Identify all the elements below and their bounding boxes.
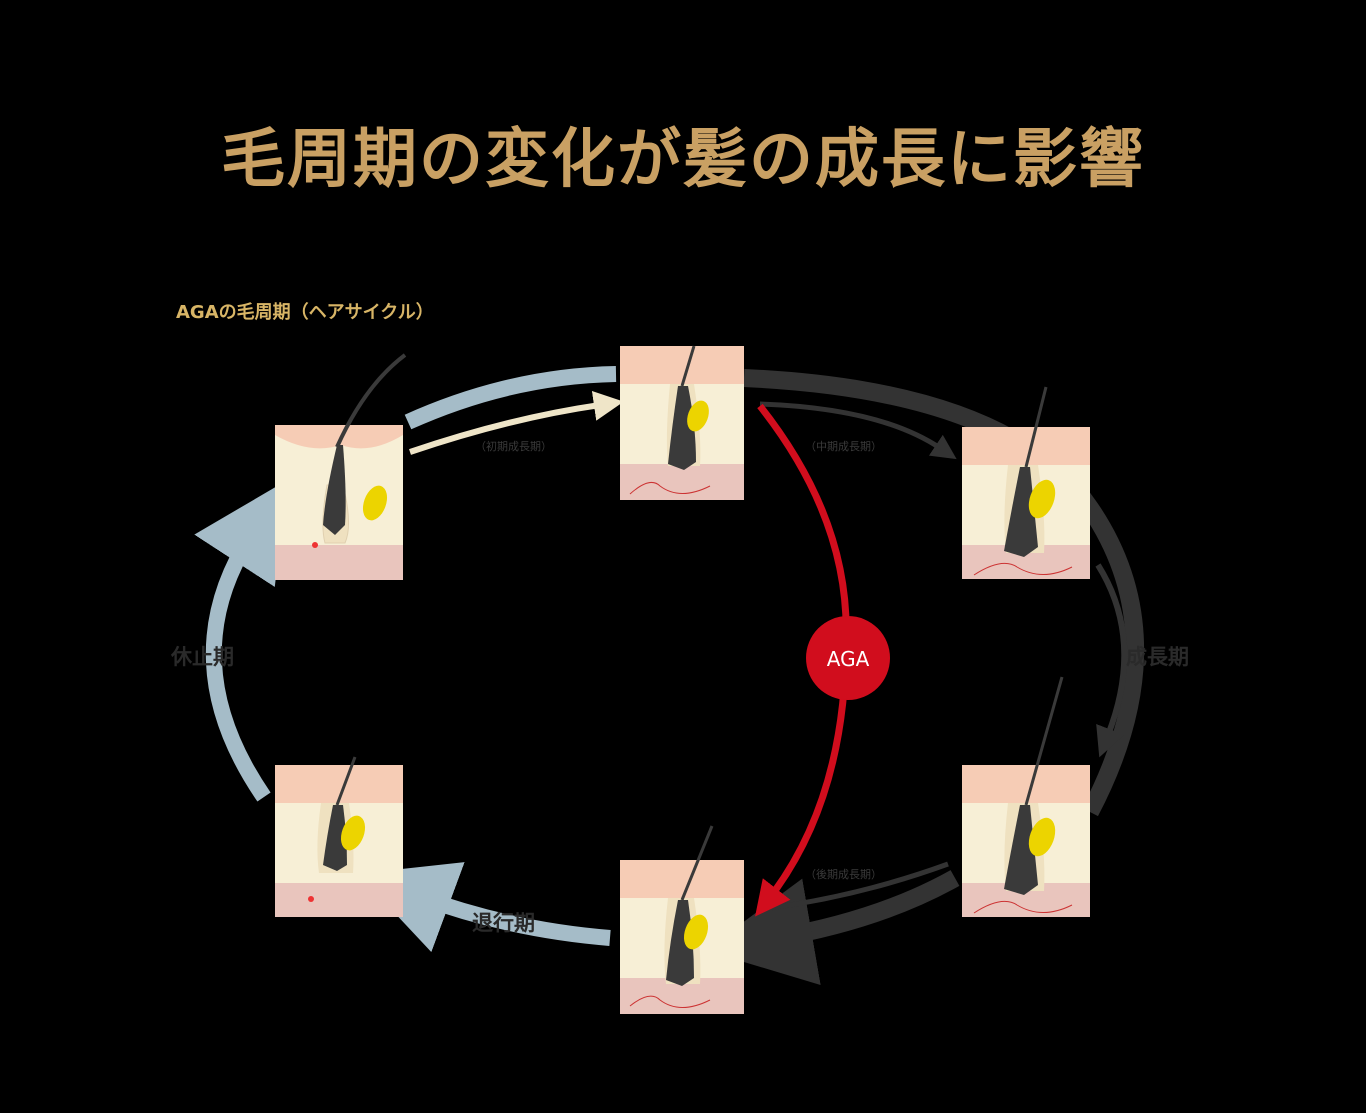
rest-arrow-left [194,480,287,802]
early-growth-arrow [409,391,624,455]
label-rest-phase: 休止期 [171,645,234,669]
follicle-panel-rest [275,353,407,580]
diagram-subtitle: AGAの毛周期（ヘアサイクル） [176,302,434,323]
label-late-growth: （後期成長期） [805,868,882,881]
follicle-panel-regression [620,825,744,1014]
aga-badge-label: AGA [827,647,870,671]
aga-badge [806,616,890,700]
label-regression-phase: 退行期 [472,911,535,935]
mid-growth-arrow [759,401,957,460]
label-early-growth: （初期成長期） [475,440,552,453]
follicle-panel-late-growth [962,676,1090,917]
page-title: 毛周期の変化が髪の成長に影響 [221,123,1145,197]
follicle-panel-catagen [275,756,403,917]
label-mid-growth: （中期成長期） [805,440,882,453]
regression-arrow [357,862,611,953]
label-growth-phase: 成長期 [1126,645,1189,669]
growth-inner-arrow [1095,563,1128,758]
follicle-panel-early-growth [620,345,744,500]
follicle-panel-mid-growth [962,386,1090,579]
growth-arrow-bottom [705,870,960,986]
rest-arrow-top [404,366,617,430]
late-growth-arrow [769,861,949,911]
